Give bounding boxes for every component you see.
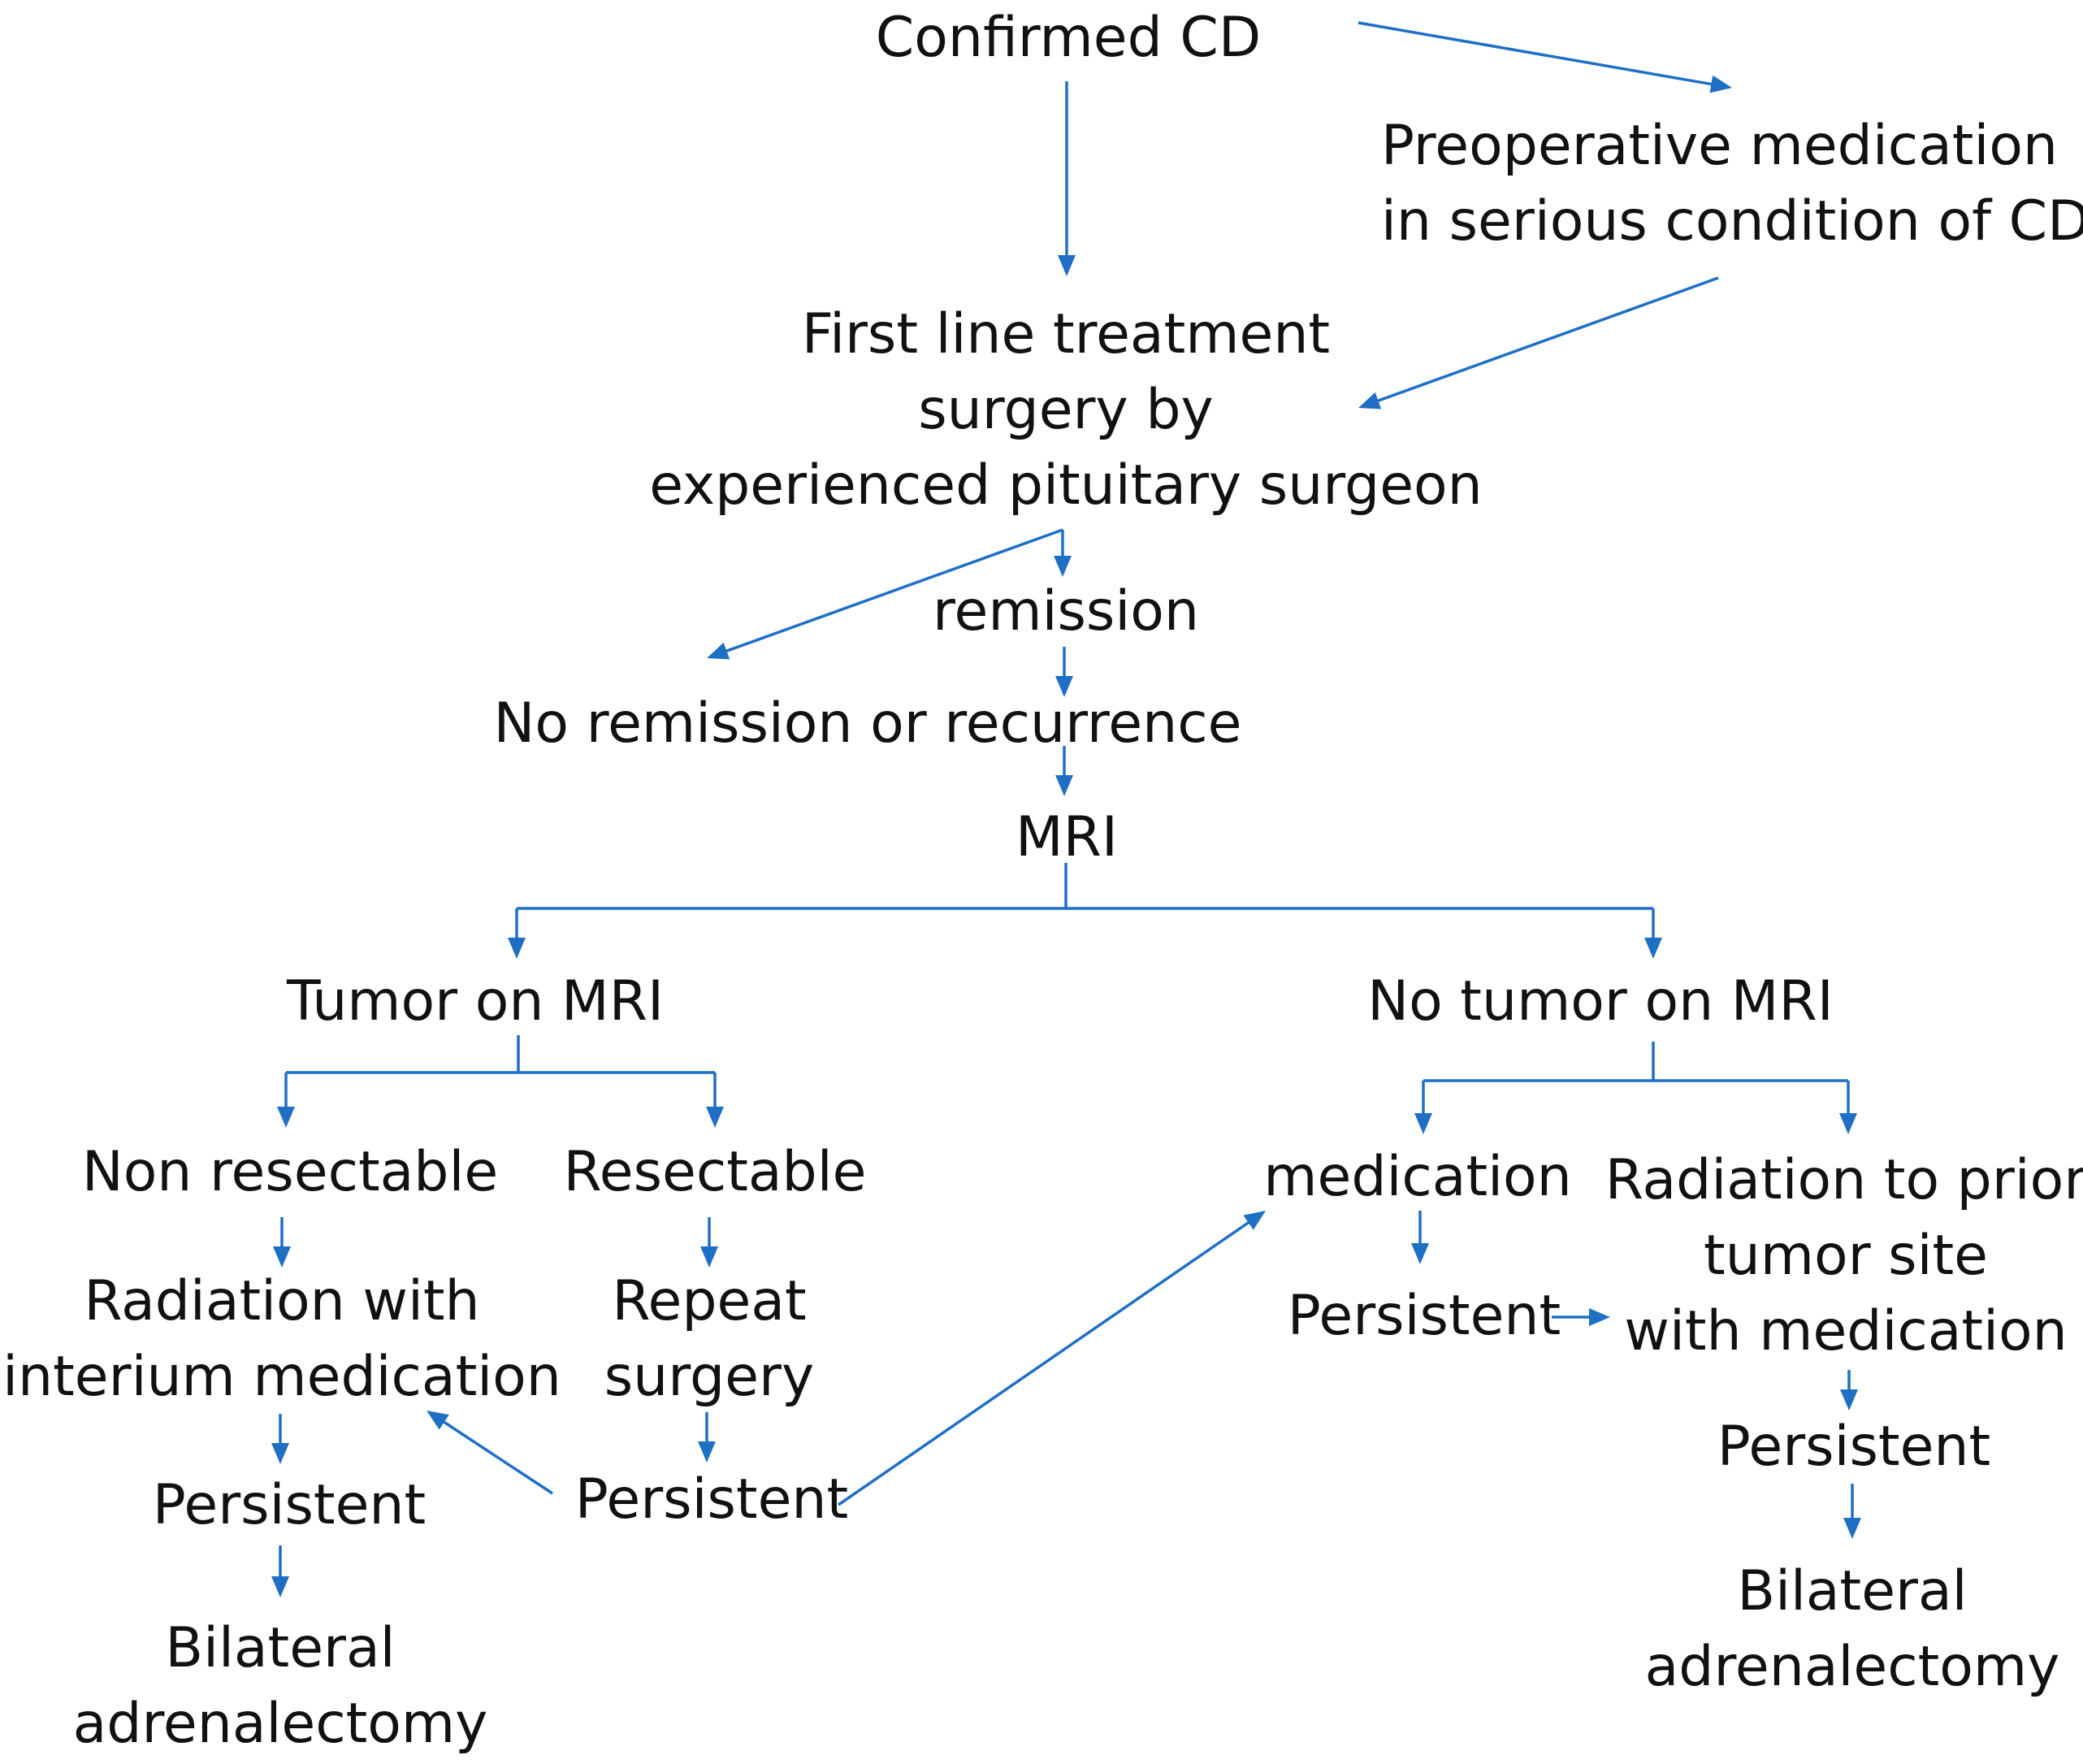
arrow-persistent-right-to-bilateral-arrowhead: [1843, 1518, 1861, 1539]
arrow-first-line-to-remission-arrowhead: [1054, 556, 1072, 577]
arrow-remission-to-no-remission-arrowhead: [1055, 676, 1073, 697]
node-persistent-left: Persistent: [152, 1473, 427, 1537]
arrow-first-line-to-no-remission: [721, 528, 1063, 654]
arrow-preop-to-first-line-arrowhead: [1358, 392, 1382, 410]
arrow-medication-to-persistent-arrowhead: [1411, 1243, 1429, 1264]
arrow-no-tumor-to-medication-arrowhead: [1414, 1113, 1432, 1134]
node-confirmed-cd: Confirmed CD: [875, 6, 1262, 70]
node-resectable: Resectable: [563, 1140, 867, 1204]
node-persistent-middle: Persistent: [574, 1467, 849, 1532]
node-mri: MRI: [1016, 805, 1118, 869]
arrow-confirmed-to-first-line-arrowhead: [1058, 255, 1076, 276]
arrow-confirmed-to-preop-arrowhead: [1709, 75, 1732, 93]
arrow-repeat-surgery-to-persistent-arrowhead: [698, 1441, 716, 1463]
arrow-tumor-to-resectable-arrowhead: [706, 1107, 724, 1128]
node-tumor-on-mri: Tumor on MRI: [286, 969, 665, 1034]
arrow-mri-to-tumor-arrowhead: [508, 938, 526, 959]
arrow-no-tumor-to-radiation-prior-arrowhead: [1839, 1113, 1857, 1134]
arrow-persistent-to-radiation-interim-arrowhead: [427, 1411, 449, 1430]
arrow-resectable-to-repeat-surgery-arrowhead: [700, 1246, 718, 1268]
node-persistent-after-medication: Persistent: [1287, 1284, 1561, 1348]
arrow-persistent-to-medication: [838, 1218, 1254, 1506]
arrow-persistent-left-to-bilateral-arrowhead: [271, 1576, 289, 1597]
arrow-first-line-to-no-remission-arrowhead: [707, 642, 730, 660]
node-remission: remission: [933, 579, 1199, 644]
arrow-radiation-prior-to-persistent-arrowhead: [1840, 1389, 1858, 1411]
arrow-persistent-to-medication-arrowhead: [1243, 1211, 1266, 1230]
arrow-persistent-med-to-radiation-prior-arrowhead: [1589, 1308, 1610, 1326]
node-medication: medication: [1263, 1145, 1572, 1209]
arrow-radiation-to-persistent-left-arrowhead: [271, 1443, 289, 1464]
arrow-tumor-to-non-resectable-arrowhead: [277, 1107, 295, 1128]
node-no-tumor-on-mri: No tumor on MRI: [1367, 969, 1834, 1034]
node-no-remission-or-recurrence: No remission or recurrence: [493, 691, 1242, 756]
arrow-non-resectable-to-radiation-arrowhead: [273, 1246, 291, 1268]
node-non-resectable: Non resectable: [81, 1140, 499, 1204]
arrow-persistent-to-radiation-interim: [439, 1418, 553, 1495]
node-persistent-right: Persistent: [1717, 1415, 1991, 1479]
arrow-mri-to-no-tumor-arrowhead: [1644, 938, 1662, 959]
arrow-preop-to-first-line: [1373, 276, 1719, 404]
arrow-no-remission-to-mri-arrowhead: [1055, 775, 1073, 796]
arrow-confirmed-to-preop: [1358, 21, 1717, 87]
